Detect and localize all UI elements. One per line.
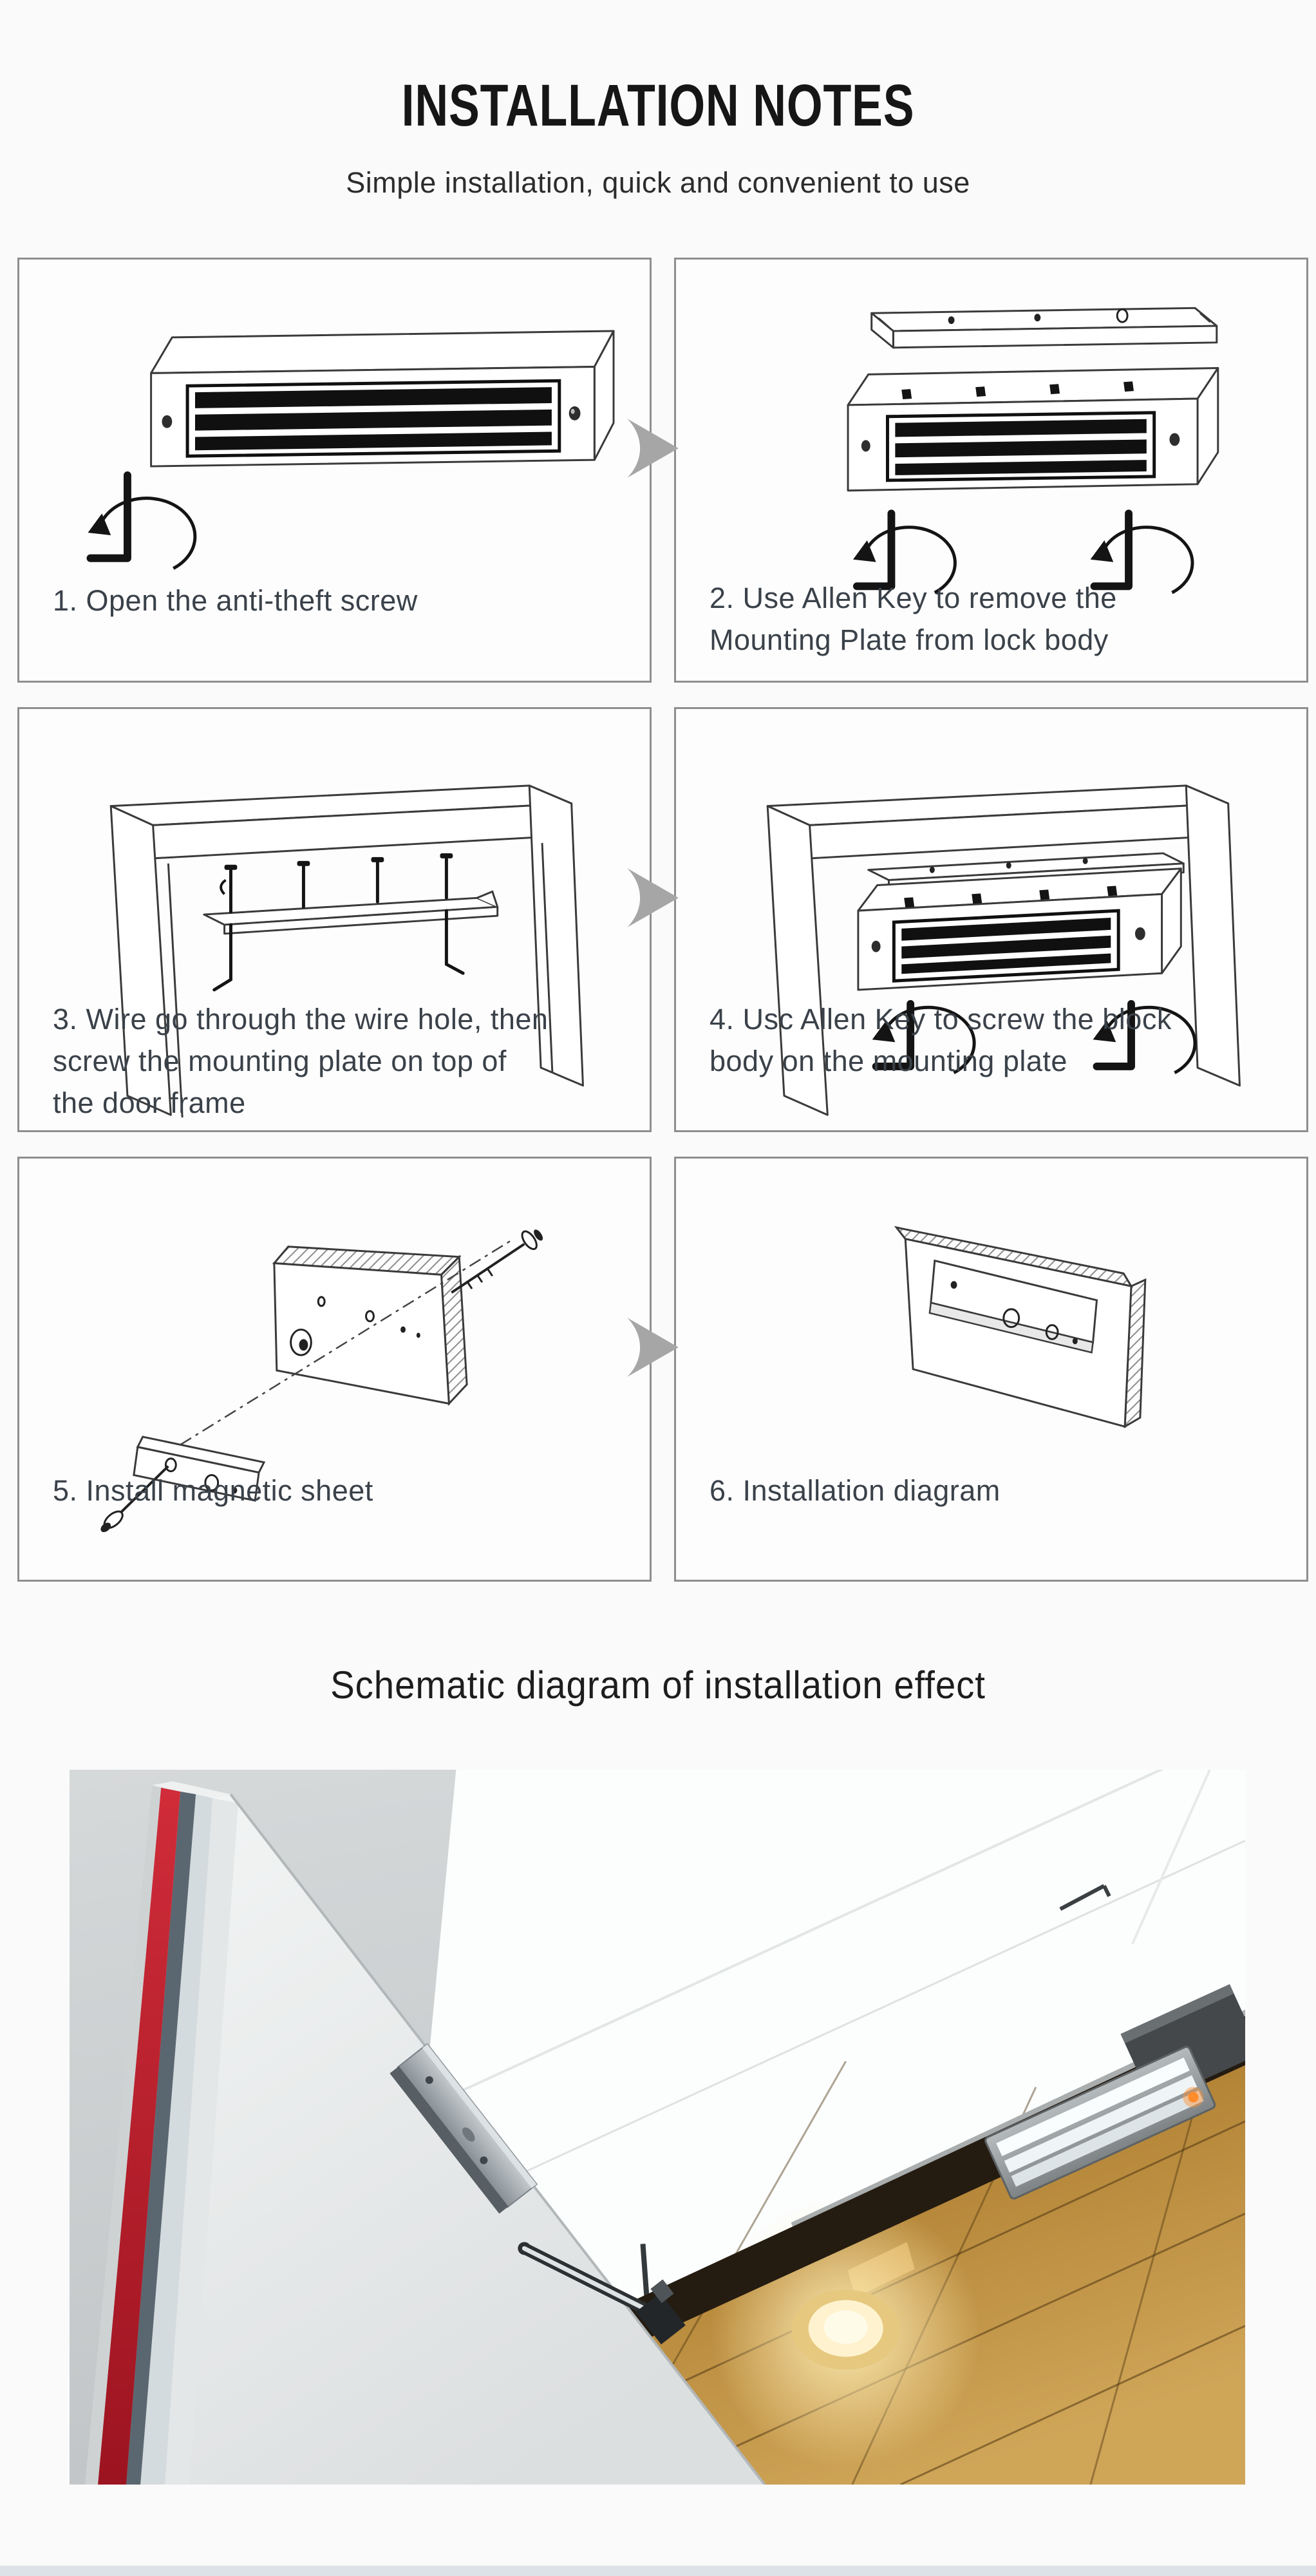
step-5-caption: 5. Install magnetic sheet: [53, 1474, 373, 1507]
schematic-heading: Schematic diagram of installation effect: [330, 1663, 986, 1707]
magnetic-sheet-drawing: [133, 1435, 266, 1502]
step-3-caption: 3. Wire go through the wire hole, then s…: [53, 1003, 549, 1119]
page-title: INSTALLATION NOTES: [401, 73, 915, 138]
maglock-on-frame: [984, 1984, 1245, 2200]
step-panel-4: 4. Usc Allen Key to screw the block body…: [674, 707, 1308, 1132]
step-3-illustration: [109, 784, 584, 1118]
step-panel-3: 3. Wire go through the wire hole, then s…: [17, 707, 652, 1132]
door-red-stripe: [98, 1788, 181, 2485]
screw-drawing: [100, 1465, 169, 1533]
door-closer-arm: [518, 2242, 686, 2345]
arrow-right-icon: [622, 865, 682, 929]
screw-drawing: [451, 1229, 543, 1294]
door-slab-drawing: [272, 1245, 468, 1406]
maglock-body-drawing: [857, 867, 1182, 991]
next-section-strip: [0, 2566, 1316, 2576]
allen-key-icon: [872, 999, 976, 1075]
step-5-illustration: [100, 1229, 543, 1533]
wall-sensor-mark: [1059, 1884, 1111, 1911]
installed-door-drawing: [894, 1226, 1147, 1428]
allen-key-icon: [1090, 509, 1194, 594]
allen-key-icon: [86, 471, 197, 570]
allen-key-icon: [852, 509, 957, 594]
step-1-caption: 1. Open the anti-theft screw: [53, 584, 418, 617]
arrow-right-icon: [622, 415, 682, 480]
armature-plate: [390, 2043, 538, 2214]
axis-line: [157, 1239, 512, 1459]
door: [85, 1781, 766, 2485]
arrow-right-icon: [622, 1314, 682, 1379]
step-4-illustration: [766, 784, 1241, 1116]
step-6-illustration: [894, 1226, 1147, 1428]
allen-key-icon: [1093, 999, 1197, 1075]
door-frame-drawing: [109, 784, 584, 1118]
step-panel-6: 6. Installation diagram: [674, 1157, 1308, 1582]
door-frame-drawing: [766, 784, 1241, 1116]
step-4-caption: 4. Usc Allen Key to screw the block body…: [710, 1003, 1172, 1077]
white-wall: [395, 1770, 1245, 2418]
step-panel-2: 2. Use Allen Key to remove the Mounting …: [674, 258, 1308, 683]
step-6-caption: 6. Installation diagram: [710, 1474, 1001, 1507]
mounting-plate-drawing: [870, 307, 1218, 349]
mounting-plate-drawing: [203, 890, 499, 935]
installation-effect-photo: [70, 1770, 1245, 2485]
step-2-illustration: [847, 307, 1219, 594]
step-panel-1: 1. Open the anti-theft screw: [17, 258, 652, 683]
step-1-illustration: [86, 330, 615, 570]
page-subtitle: Simple installation, quick and convenien…: [346, 166, 970, 199]
led-indicator: [1188, 2092, 1199, 2103]
step-panel-5: 5. Install magnetic sheet: [17, 1157, 652, 1582]
step-2-caption: 2. Use Allen Key to remove the Mounting …: [710, 582, 1117, 656]
screws-drawing: [212, 853, 465, 992]
maglock-body-drawing: [150, 330, 615, 468]
maglock-body-drawing: [847, 366, 1219, 492]
